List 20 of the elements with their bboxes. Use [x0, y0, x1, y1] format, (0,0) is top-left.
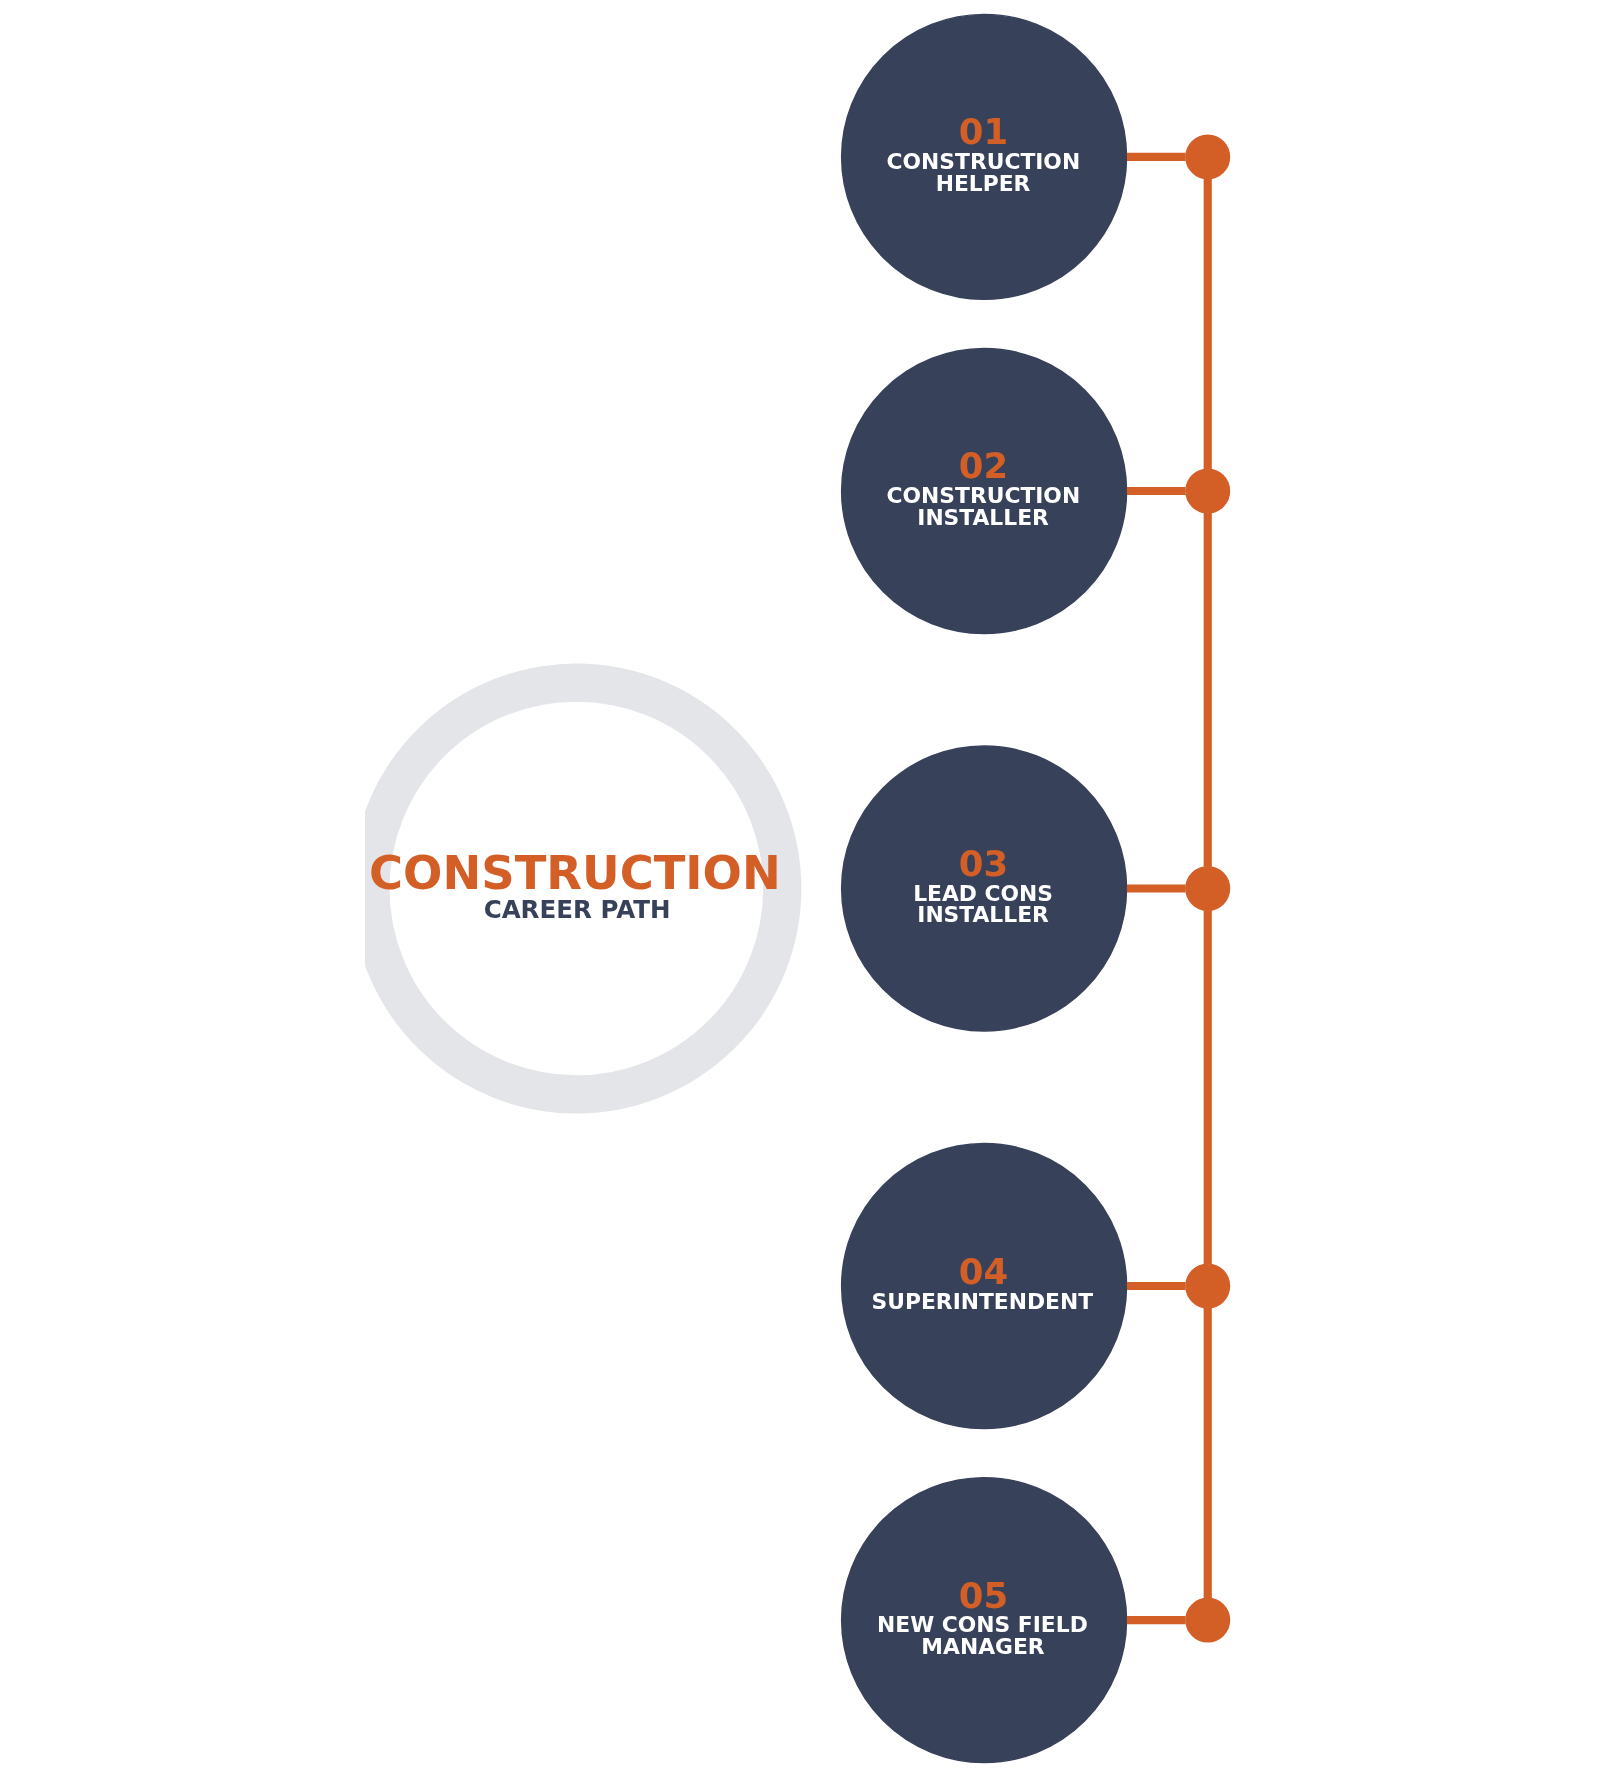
node-circle: 03 LEAD CONS INSTALLER — [840, 745, 1128, 1032]
node-circle — [1185, 468, 1231, 514]
node-circle: CONSTRUCTION CAREER PATH — [365, 663, 802, 1114]
node-circle: 02 CONSTRUCTION INSTALLER — [840, 347, 1128, 635]
node-circle — [1185, 1597, 1231, 1643]
node-circle — [1185, 1263, 1231, 1309]
connector — [1203, 513, 1212, 867]
connector — [1203, 910, 1212, 1265]
connector — [1203, 1308, 1212, 1598]
node-circle — [1185, 134, 1231, 180]
connector — [1126, 152, 1186, 161]
node-circle — [1185, 866, 1231, 911]
connector — [1126, 486, 1186, 496]
connector — [1126, 1281, 1186, 1291]
connector — [1126, 884, 1186, 893]
node-circle: 01 CONSTRUCTION HELPER — [840, 13, 1128, 301]
node-circle: 05 NEW CONS FIELD MANAGER — [840, 1476, 1128, 1764]
connector — [1126, 1616, 1186, 1625]
connector — [1203, 179, 1212, 469]
node-circle: 04 SUPERINTENDENT — [840, 1142, 1128, 1430]
